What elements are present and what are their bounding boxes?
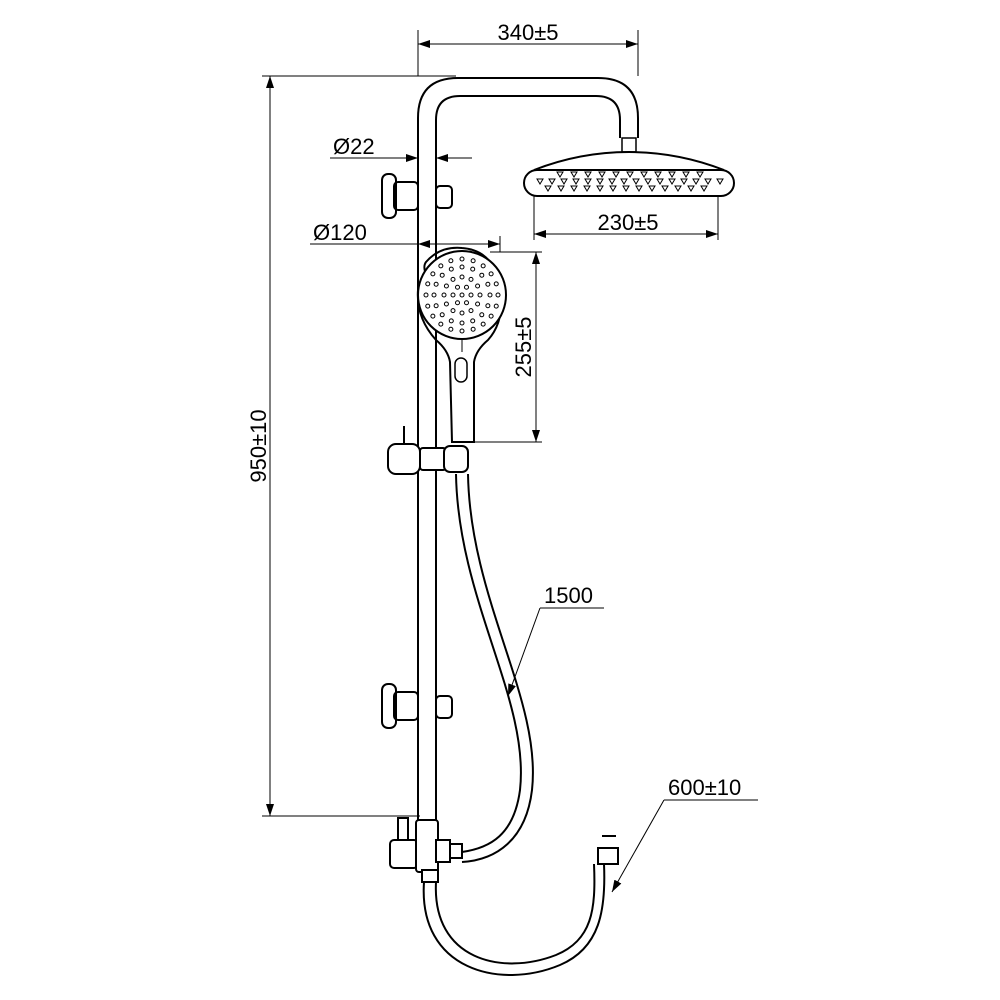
rain-shower-head bbox=[523, 150, 735, 197]
inlet-hose-inner bbox=[434, 863, 596, 965]
sliding-holder bbox=[387, 426, 469, 475]
spray-selector-button bbox=[454, 357, 468, 383]
dimension-pipe-diameter: Ø22 bbox=[330, 134, 472, 162]
hand-shower-hose-inner bbox=[461, 473, 534, 863]
hand-shower-nozzles bbox=[423, 256, 501, 334]
hand-shower-hose bbox=[455, 473, 522, 853]
label-hose-length: 1500 bbox=[544, 583, 593, 608]
shower-assembly bbox=[381, 77, 735, 976]
lower-wall-bracket bbox=[381, 683, 453, 729]
dimension-hand-shower-length: 255±5 bbox=[474, 251, 542, 443]
dimension-head-diameter: 230±5 bbox=[533, 196, 719, 240]
dimension-hand-shower-diameter: Ø120 bbox=[310, 220, 501, 252]
label-hand-shower-diameter: Ø120 bbox=[313, 220, 367, 245]
dimension-arm-width: 340±5 bbox=[417, 20, 639, 76]
dimension-total-height: 950±10 bbox=[246, 75, 456, 817]
label-hand-shower-length: 255±5 bbox=[511, 316, 536, 377]
upper-wall-bracket bbox=[381, 173, 453, 219]
label-arm-width: 340±5 bbox=[497, 20, 558, 45]
arm-joint bbox=[621, 137, 637, 153]
leader-inlet-hose-length: 600±10 bbox=[611, 775, 758, 893]
diverter-valve bbox=[389, 817, 463, 883]
leader-hose-length: 1500 bbox=[507, 583, 604, 697]
riser-pipe-inner bbox=[435, 95, 621, 830]
label-inlet-hose-length: 600±10 bbox=[668, 775, 741, 800]
inlet-fitting bbox=[597, 835, 619, 865]
riser-pipe bbox=[417, 77, 639, 830]
rain-head-nozzles bbox=[536, 171, 724, 192]
label-total-height: 950±10 bbox=[246, 409, 271, 482]
label-pipe-diameter: Ø22 bbox=[333, 134, 375, 159]
label-head-diameter: 230±5 bbox=[597, 210, 658, 235]
inlet-hose bbox=[422, 863, 606, 976]
hand-shower bbox=[416, 246, 507, 443]
